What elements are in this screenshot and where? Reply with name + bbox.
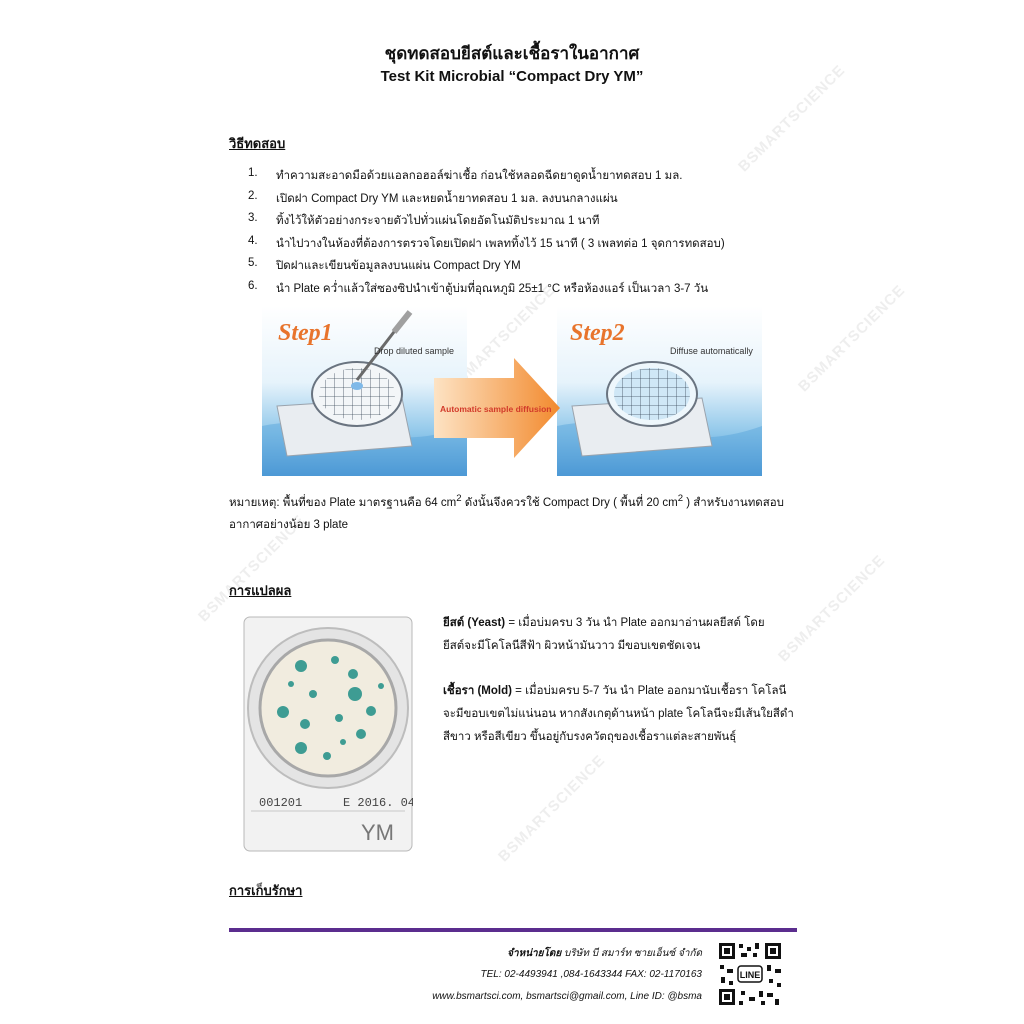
plate-expiry: E 2016. 04 [343,796,413,810]
list-item: 3.ทิ้งไว้ให้ตัวอย่างกระจายตัวไปทั่วแผ่นโ… [248,212,600,227]
list-item: 1.ทำความสะอาดมือด้วยแอลกอฮอล์ฆ่าเชื้อ ก่… [248,167,683,182]
step2-label: Step2 [570,320,625,346]
plate-name: YM [361,820,394,845]
step1-label: Step1 [278,320,333,346]
storage-heading: การเก็บรักษา [229,883,303,898]
distributor: จำหน่ายโดย บริษัท บี สมาร์ท ซายเอ็นซ์ จำ… [507,948,702,959]
plate-lot: 001201 [259,796,302,810]
plate-photo: 001201 E 2016. 04 YM [243,616,413,852]
watermark: BSMARTSCIENCE [495,751,609,866]
page-title-thai: ชุดทดสอบยีสต์และเชื้อราในอากาศ [384,44,640,63]
list-item: 2.เปิดฝา Compact Dry YM และหยดน้ำยาทดสอบ… [248,189,618,205]
diffuse-label: Diffuse automatically [670,346,753,356]
page-title-english: Test Kit Microbial “Compact Dry YM” [380,68,644,85]
arrow-label: Automatic sample diffusion [440,404,551,414]
list-item: 6.นำ Plate คว่ำแล้วใส่ซองซิปนำเข้าตู้บ่ม… [248,279,709,295]
list-item: 5.ปิดฝาและเขียนข้อมูลลงบนแผ่น Compact Dr… [248,257,521,272]
qr-badge: LINE [740,970,761,980]
drop-label: Drop diluted sample [374,346,454,356]
yeast-description: ยีสต์ (Yeast) = เมื่อบ่มครบ 3 วัน นำ Pla… [443,617,765,652]
line-qr-code[interactable]: LINE [717,941,783,1007]
footer-divider [229,928,797,932]
interpretation-heading: การแปลผล [229,583,292,598]
step-illustration: Step1 Step2 Drop diluted sample Diffuse … [262,306,762,476]
method-steps: 1.ทำความสะอาดมือด้วยแอลกอฮอล์ฆ่าเชื้อ ก่… [248,167,725,302]
contact-web: www.bsmartsci.com, bsmartsci@gmail.com, … [432,991,702,1002]
contact-phone: TEL: 02-4493941 ,084-1643344 FAX: 02-117… [480,969,702,980]
watermark: BSMARTSCIENCE [795,281,909,396]
note: หมายเหตุ: พื้นที่ของ Plate มาตรฐานคือ 64… [229,493,784,531]
list-item: 4.นำไปวางในห้องที่ต้องการตรวจโดยเปิดฝา เ… [248,234,725,250]
method-heading: วิธีทดสอบ [229,136,286,151]
mold-description: เชื้อรา (Mold) = เมื่อบ่มครบ 5-7 วัน นำ … [443,685,794,743]
